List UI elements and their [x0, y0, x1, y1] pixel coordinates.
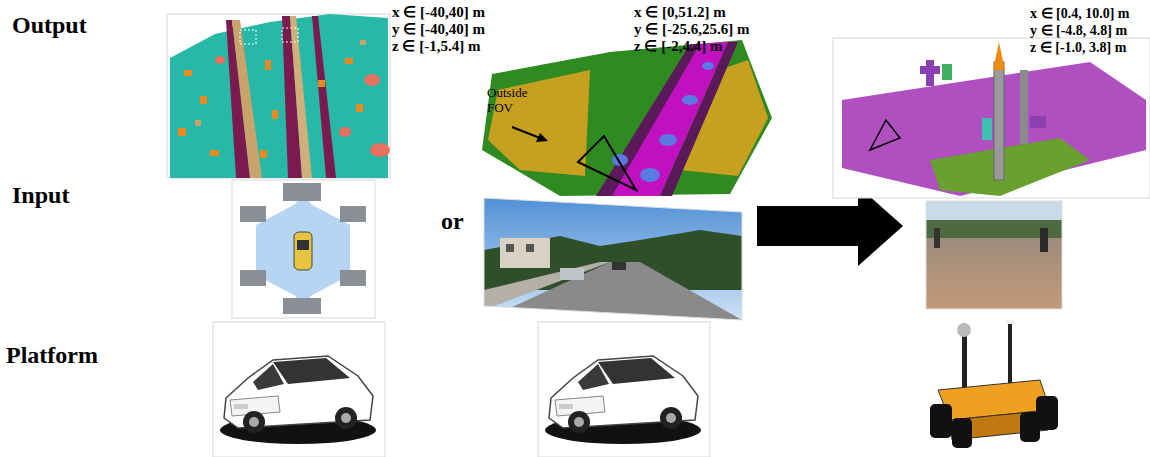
range-label: y ∈ [-40,40] m	[392, 21, 485, 38]
row-heading: Input	[12, 182, 69, 210]
range-label: x ∈ [0.4, 10.0] m	[1030, 6, 1130, 22]
connector-word: or	[441, 208, 464, 236]
range-label: x ∈ [-40,40] m	[392, 4, 485, 21]
range-label: y ∈ [-4.8, 4.8] m	[1030, 23, 1127, 39]
row-heading: Platform	[6, 342, 98, 370]
callout-note: Outside FOV	[487, 86, 539, 116]
range-label: z ∈ [-2,4.4] m	[634, 38, 722, 55]
row-heading: Output	[12, 12, 87, 40]
range-label: z ∈ [-1.0, 3.8] m	[1030, 40, 1126, 56]
range-label: z ∈ [-1,5.4] m	[392, 38, 480, 55]
range-label: x ∈ [0,51.2] m	[634, 4, 726, 21]
range-label: y ∈ [-25.6,25.6] m	[634, 21, 749, 38]
